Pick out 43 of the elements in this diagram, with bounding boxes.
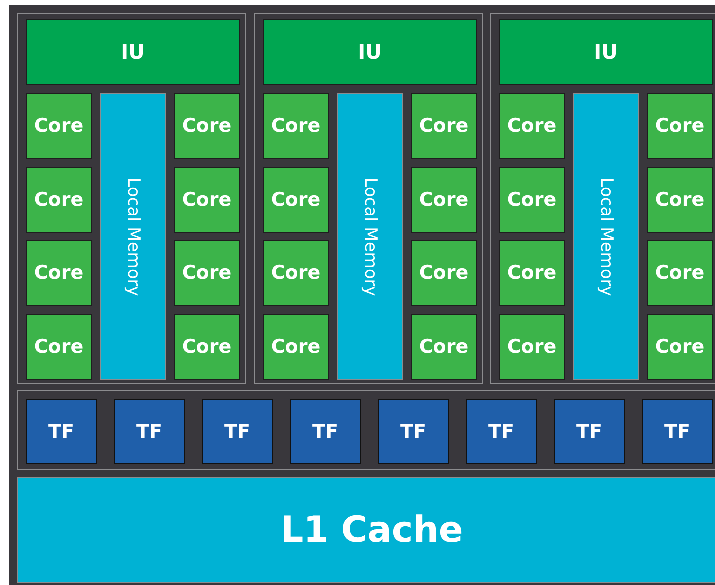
core-block: Core <box>174 167 240 233</box>
local-memory-block: Local Memory <box>100 93 166 380</box>
cluster-panel <box>17 13 246 384</box>
tf-block: TF <box>466 399 537 464</box>
core-block: Core <box>174 314 240 380</box>
core-block: Core <box>263 167 329 233</box>
tf-block: TF <box>26 399 97 464</box>
core-block: Core <box>647 240 713 306</box>
cluster-panel <box>254 13 483 384</box>
core-block: Core <box>263 240 329 306</box>
tf-block: TF <box>290 399 361 464</box>
core-block: Core <box>26 314 92 380</box>
core-block: Core <box>174 240 240 306</box>
core-block: Core <box>26 167 92 233</box>
core-block: Core <box>263 314 329 380</box>
core-block: Core <box>647 167 713 233</box>
core-block: Core <box>411 314 477 380</box>
iu-block: IU <box>499 19 713 85</box>
tf-block: TF <box>554 399 625 464</box>
tf-block: TF <box>114 399 185 464</box>
iu-block: IU <box>26 19 240 85</box>
core-block: Core <box>499 314 565 380</box>
core-block: Core <box>647 93 713 159</box>
cluster-panel <box>490 13 715 384</box>
local-memory-block: Local Memory <box>337 93 403 380</box>
cluster-panel <box>17 390 715 470</box>
core-block: Core <box>411 167 477 233</box>
iu-block: IU <box>263 19 477 85</box>
core-block: Core <box>411 240 477 306</box>
core-block: Core <box>263 93 329 159</box>
core-block: Core <box>26 240 92 306</box>
core-block: Core <box>499 240 565 306</box>
tf-block: TF <box>642 399 713 464</box>
core-block: Core <box>26 93 92 159</box>
core-block: Core <box>499 93 565 159</box>
l1-cache-block: L1 Cache <box>17 477 715 583</box>
core-block: Core <box>411 93 477 159</box>
tf-block: TF <box>378 399 449 464</box>
core-block: Core <box>647 314 713 380</box>
tf-block: TF <box>202 399 273 464</box>
local-memory-block: Local Memory <box>573 93 639 380</box>
core-block: Core <box>174 93 240 159</box>
core-block: Core <box>499 167 565 233</box>
